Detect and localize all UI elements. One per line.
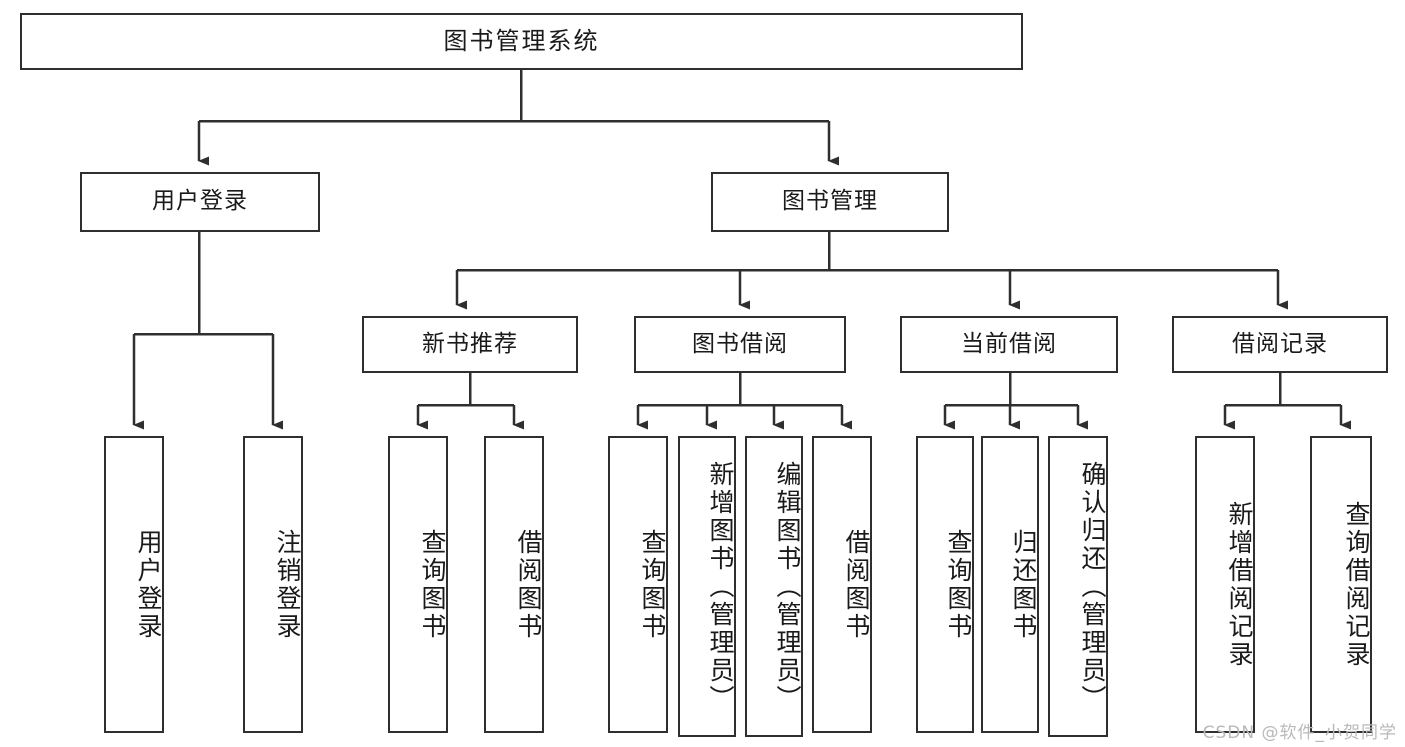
node-label: 编辑图书（管理员） <box>773 460 802 713</box>
node-new-book-rec[interactable]: 新书推荐 <box>362 316 578 373</box>
node-leaf-borrow-query[interactable]: 查询图书 <box>608 436 668 733</box>
node-leaf-cur-query[interactable]: 查询图书 <box>916 436 974 733</box>
node-leaf-cur-return[interactable]: 归还图书 <box>981 436 1039 733</box>
node-root[interactable]: 图书管理系统 <box>20 13 1023 70</box>
node-label: 当前借阅 <box>961 330 1057 357</box>
node-label: 查询图书 <box>638 528 667 641</box>
node-user-login[interactable]: 用户登录 <box>80 172 320 232</box>
node-label: 新增借阅记录 <box>1225 500 1254 669</box>
node-book-manage[interactable]: 图书管理 <box>711 172 949 232</box>
node-leaf-user-logout[interactable]: 注销登录 <box>243 436 303 733</box>
node-label: 借阅图书 <box>514 528 543 641</box>
node-borrow-record[interactable]: 借阅记录 <box>1172 316 1388 373</box>
node-leaf-cur-confirm[interactable]: 确认归还（管理员） <box>1048 436 1108 737</box>
node-label: 确认归还（管理员） <box>1078 460 1107 713</box>
node-label: 新增图书（管理员） <box>706 460 735 713</box>
node-leaf-user-login[interactable]: 用户登录 <box>104 436 164 733</box>
node-label: 新书推荐 <box>422 330 518 357</box>
node-current-borrow[interactable]: 当前借阅 <box>900 316 1118 373</box>
node-leaf-borrow-add[interactable]: 新增图书（管理员） <box>678 436 736 737</box>
node-label: 查询借阅记录 <box>1342 500 1371 669</box>
node-label: 用户登录 <box>152 188 248 215</box>
node-label: 借阅记录 <box>1232 330 1328 357</box>
node-label: 归还图书 <box>1009 528 1038 641</box>
node-leaf-rec-add[interactable]: 新增借阅记录 <box>1195 436 1255 733</box>
node-label: 查询图书 <box>944 528 973 641</box>
node-label: 借阅图书 <box>842 528 871 641</box>
node-label: 图书借阅 <box>692 330 788 357</box>
node-leaf-borrow-edit[interactable]: 编辑图书（管理员） <box>745 436 803 737</box>
node-label: 注销登录 <box>273 528 302 641</box>
connector-group <box>132 70 1351 430</box>
node-label: 用户登录 <box>134 528 163 641</box>
node-label: 查询图书 <box>418 528 447 641</box>
node-leaf-borrow-lend[interactable]: 借阅图书 <box>812 436 872 733</box>
node-leaf-rec-borrow[interactable]: 借阅图书 <box>484 436 544 733</box>
node-leaf-rec-search[interactable]: 查询借阅记录 <box>1310 436 1372 733</box>
node-label: 图书管理系统 <box>443 27 600 56</box>
node-label: 图书管理 <box>782 188 878 215</box>
watermark: CSDN @软件_小贺同学 <box>1202 723 1397 743</box>
node-book-borrow[interactable]: 图书借阅 <box>634 316 846 373</box>
node-leaf-rec-query[interactable]: 查询图书 <box>388 436 448 733</box>
